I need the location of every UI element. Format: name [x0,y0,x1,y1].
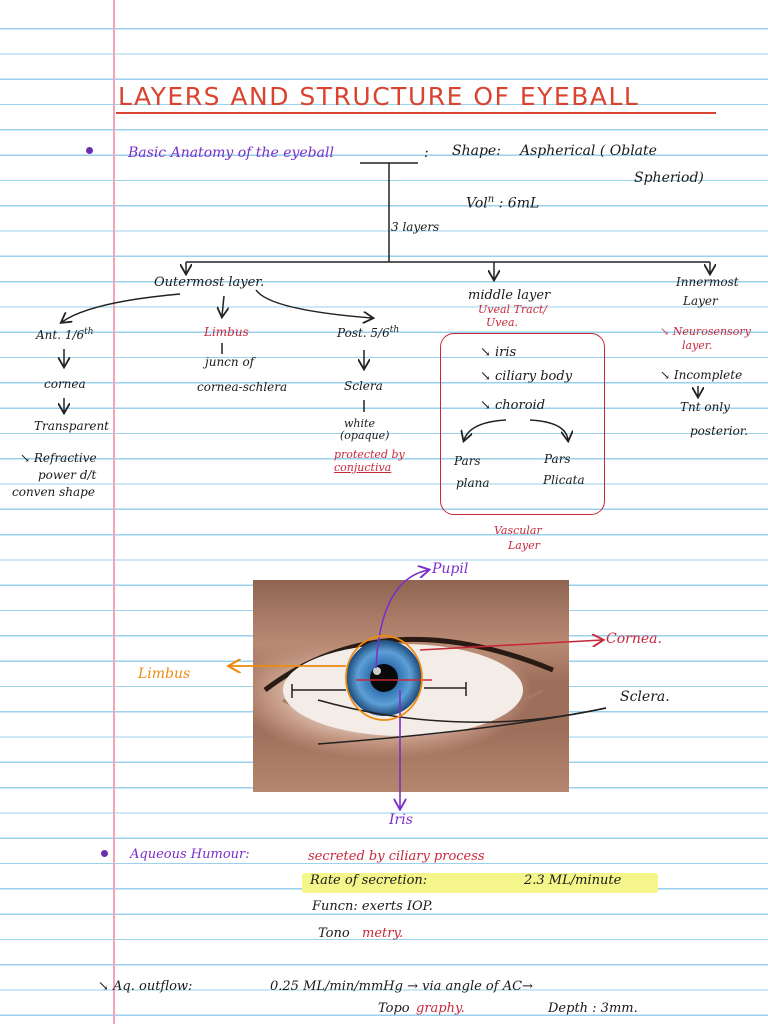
sclera-width-marks [291,682,467,698]
post-opaque: (opaque) [340,429,390,442]
outer-to-ant [62,293,181,322]
depth-value: Depth : 3mm. [548,1001,638,1016]
uvea-box [440,333,605,515]
label-limbus: Limbus [138,666,191,682]
red-pointers [356,640,602,681]
eye-illustration [263,636,554,736]
bullet-dot-aqueous [101,850,108,857]
limbus-cornea-sclera: cornea-schlera [197,380,288,394]
middle-item-iris: ↘ iris [480,345,517,360]
choroid-left [464,419,507,440]
volume-label-text: Vol [466,195,488,212]
volume-label: Voln : 6mL [466,194,539,212]
ant-cornea: cornea [44,377,86,391]
ant-refractive: ↘ Refractive [20,451,97,465]
shape-label: Shape: [452,143,501,159]
pars-plana-1: Pars [454,454,481,468]
inner-item-2: ↘ Incomplete [660,368,743,382]
label-sclera: Sclera. [620,689,670,705]
orange-pointers [230,635,423,721]
post-sclera: Sclera [344,379,383,393]
label-iris: Iris [389,812,413,828]
ant-label: Ant. 1/6th [36,327,94,342]
sclera-right-mark [424,682,467,696]
colon: : [424,145,429,161]
volume-value: : 6mL [498,195,540,212]
highlight-mark [302,873,658,893]
choroid-right [529,419,568,440]
middle-heading: middle layer [468,288,551,303]
sclera-left-mark [291,684,346,698]
pars-plana-2: plana [456,476,490,490]
volume-super: n [487,194,495,205]
anatomy-heading: Basic Anatomy of the eyeball [128,145,334,161]
inner-heading-2: Layer [683,294,718,308]
page-title: LAYERS AND STRUCTURE OF EYEBALL [118,82,640,111]
middle-item-choroid: ↘ choroid [480,398,546,413]
inner-item-1: ↘ Neurosensory [660,325,751,338]
middle-item-ciliary: ↘ ciliary body [480,369,573,384]
outflow-label: ↘ Aq. outflow: [98,979,193,994]
post-super: th [389,325,400,335]
eye-photo [253,580,569,792]
cornea-pointer [419,640,602,651]
corneal-reflex [373,667,381,675]
vascular-layer-1: Vascular [494,524,542,537]
title-underline [116,112,716,114]
sclera-pointer-2 [317,699,607,723]
rate-label: Rate of secretion: [310,873,428,888]
layers-count: 3 layers [391,220,440,234]
ant-power: power d/t [38,468,97,482]
post-label-text: Post. 5/6 [337,326,390,340]
pars-plicata-2: Plicata [543,473,585,487]
aqueous-heading: Aqueous Humour: [130,847,250,862]
ant-shape: conven shape [12,485,95,499]
topo-1: Topo [378,1001,410,1016]
ant-super: th [84,327,94,337]
tono-2: metry. [362,926,404,941]
purple-pointers [375,570,428,808]
outflow-value: 0.25 ML/min/mmHg → via angle of AC→ [270,979,533,994]
ant-label-text: Ant. 1/6 [36,328,85,342]
aqueous-function: Funcn: exerts IOP. [312,899,433,914]
middle-sub1: Uveal Tract/ [478,303,548,316]
tono-1: Tono [318,926,350,941]
inner-heading-1: Innermost [676,275,739,289]
pupil-pointer [375,570,428,669]
limbus-ring [345,635,423,721]
bullet-dot [86,147,93,154]
inner-item-1b: layer. [682,339,713,352]
rate-value: 2.3 ML/minute [524,873,622,888]
aqueous-secreted: secreted by ciliary process [308,849,485,864]
label-pupil: Pupil [432,561,469,577]
outer-to-limbus [222,295,224,316]
topo-2: graphy. [416,1001,465,1016]
limbus-label: Limbus [204,325,249,339]
inner-item-2b: Tnt only [680,400,730,414]
tree-lines [62,162,710,745]
post-conjuctiva: conjuctiva [334,461,392,474]
middle-sub2: Uvea. [486,316,519,329]
pars-plicata-1: Pars [544,452,571,466]
sclera-pointer [317,707,607,745]
post-protected: protected by [334,448,405,461]
shape-value-1: Aspherical ( Oblate [520,143,657,159]
ant-transparent: Transparent [34,419,110,433]
outer-heading: Outermost layer. [154,275,265,290]
inner-item-2c: posterior. [690,424,749,438]
limbus-junction: juncn of [205,355,255,369]
outer-to-post [255,289,372,318]
margin-line [113,0,115,1024]
post-white: white [344,417,375,430]
shape-value-2: Spheriod) [634,170,704,186]
post-label: Post. 5/6th [337,325,400,340]
vascular-layer-2: Layer [508,539,540,552]
label-cornea: Cornea. [606,631,662,647]
